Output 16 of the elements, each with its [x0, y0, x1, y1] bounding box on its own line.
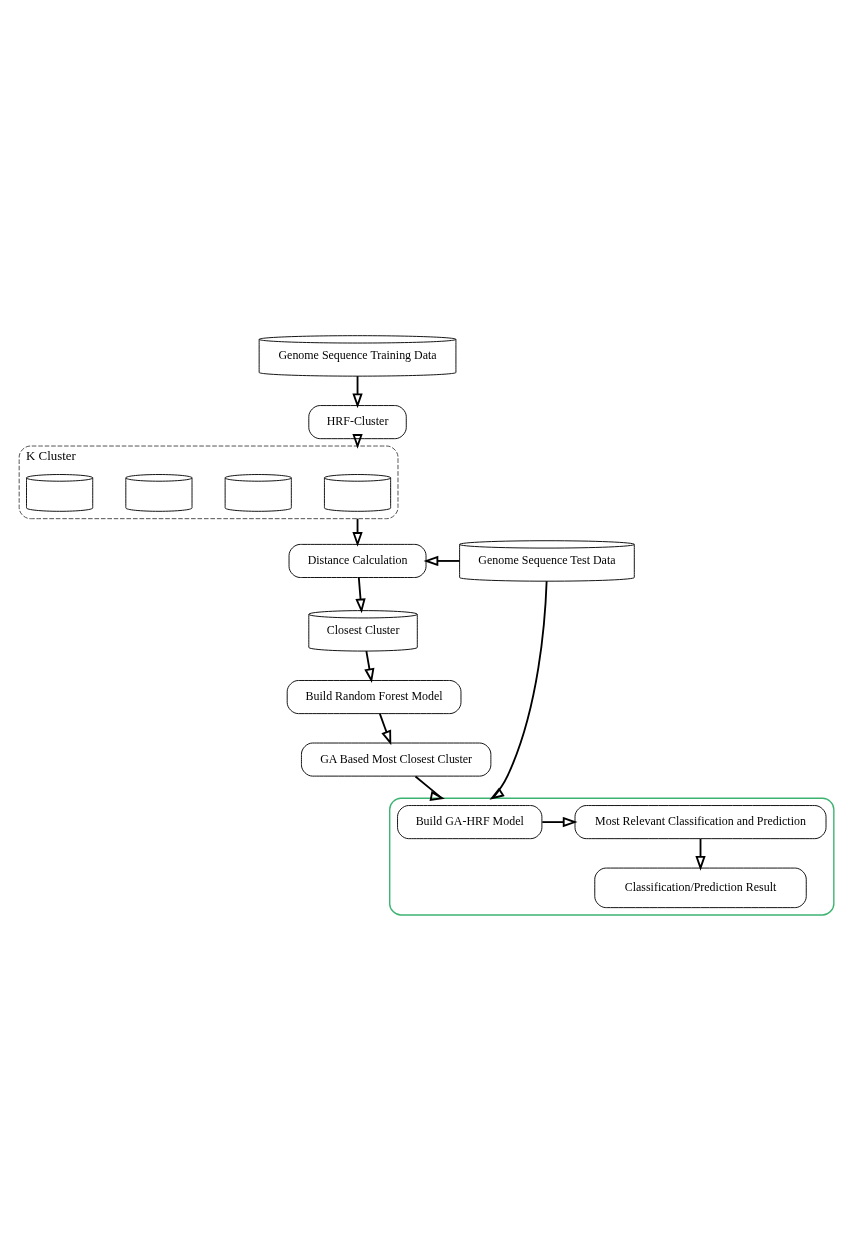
node-box: Distance Calculation — [288, 543, 427, 578]
arrow — [364, 650, 375, 684]
cluster: K Cluster — [18, 445, 399, 520]
node-box: Classification/Prediction Result — [594, 867, 807, 909]
node-box: Build Random Forest Model — [286, 680, 462, 715]
node-box: Build GA-HRF Model — [397, 805, 543, 840]
arrow — [352, 375, 363, 409]
arrow — [414, 775, 445, 802]
cluster — [389, 797, 835, 916]
arrow — [378, 713, 392, 746]
arrow — [355, 576, 366, 614]
arrow — [541, 816, 578, 828]
arrow — [489, 580, 548, 800]
arrow — [423, 555, 461, 567]
node-box: Most Relevant Classification and Prediction — [574, 805, 827, 840]
node-box: GA Based Most Closest Cluster — [301, 742, 492, 777]
